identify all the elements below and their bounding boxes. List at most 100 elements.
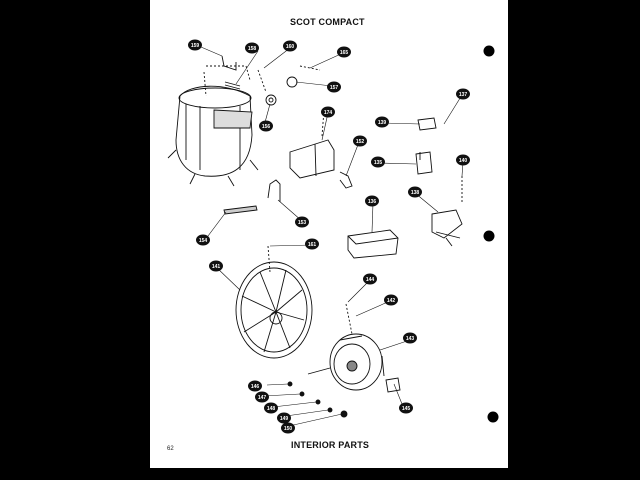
callout-154: 154 xyxy=(196,234,210,246)
thermostat-drawing xyxy=(431,209,463,239)
callout-label: 146 xyxy=(251,384,260,390)
binder-hole xyxy=(487,411,499,423)
callout-badge xyxy=(384,294,398,306)
callout-badge xyxy=(408,186,422,198)
fan-blade-drawing xyxy=(235,245,313,359)
callout-label: 152 xyxy=(356,139,365,145)
loop-clip-drawing xyxy=(267,179,281,202)
callout-153: 153 xyxy=(295,216,309,228)
callout-label: 142 xyxy=(387,298,396,304)
callout-label: 160 xyxy=(286,44,295,50)
callout-label: 147 xyxy=(258,395,267,401)
binder-hole xyxy=(483,230,495,242)
page-subtitle: INTERIOR PARTS xyxy=(291,440,370,450)
callout-label: 141 xyxy=(212,264,221,270)
motor-bracket-drawing xyxy=(385,377,401,393)
callout-badge xyxy=(209,260,223,272)
callout-label: 149 xyxy=(280,416,289,422)
callout-badge xyxy=(321,106,335,118)
callout-label: 145 xyxy=(402,406,411,412)
callout-badge xyxy=(365,195,379,207)
callout-badge xyxy=(399,402,413,414)
callout-149: 149 xyxy=(277,412,291,424)
callout-152: 152 xyxy=(353,135,367,147)
callout-135: 135 xyxy=(371,156,385,168)
clip-159-drawing xyxy=(221,55,237,71)
callout-label: 158 xyxy=(248,46,257,52)
callout-145: 145 xyxy=(399,402,413,414)
page-number: 62 xyxy=(167,446,174,452)
fan-motor-drawing xyxy=(307,303,385,391)
switch-139-drawing xyxy=(417,117,437,131)
callout-141: 141 xyxy=(209,260,223,272)
callout-156: 156 xyxy=(259,120,273,132)
callout-label: 153 xyxy=(298,220,307,226)
callout-142: 142 xyxy=(384,294,398,306)
callout-label: 148 xyxy=(267,406,276,412)
callout-badge xyxy=(188,39,202,51)
callout-badge xyxy=(283,40,297,52)
callout-label: 139 xyxy=(378,120,387,126)
callout-badge xyxy=(255,391,269,403)
callout-badge xyxy=(196,234,210,246)
capacitor-drawing xyxy=(415,151,433,175)
callout-label: 143 xyxy=(406,336,415,342)
callout-label: 136 xyxy=(368,199,377,205)
grommet-drawing xyxy=(265,94,277,106)
callout-157: 157 xyxy=(327,81,341,93)
callout-label: 154 xyxy=(199,238,208,244)
callout-138: 138 xyxy=(408,186,422,198)
callout-label: 161 xyxy=(308,242,317,248)
callout-badge xyxy=(456,154,470,166)
bracket-174-drawing xyxy=(289,139,335,179)
callout-150: 150 xyxy=(281,422,295,434)
callout-badge xyxy=(281,422,295,434)
callout-badge xyxy=(371,156,385,168)
callout-badge xyxy=(363,273,377,285)
callout-badge xyxy=(259,120,273,132)
callout-140: 140 xyxy=(456,154,470,166)
callout-146: 146 xyxy=(248,380,262,392)
callout-137: 137 xyxy=(456,88,470,100)
callout-143: 143 xyxy=(403,332,417,344)
rod-158-drawing xyxy=(224,81,241,90)
callout-label: 135 xyxy=(374,160,383,166)
relay-box-drawing xyxy=(347,229,399,259)
callout-badge xyxy=(264,402,278,414)
callout-148: 148 xyxy=(264,402,278,414)
clip-152-drawing xyxy=(339,171,353,189)
callout-label: 156 xyxy=(262,124,271,130)
callout-label: 150 xyxy=(284,426,293,432)
binder-hole xyxy=(483,45,495,57)
callout-label: 157 xyxy=(330,85,339,91)
callout-139: 139 xyxy=(375,116,389,128)
leader-lines xyxy=(200,46,464,427)
callout-badge xyxy=(403,332,417,344)
callout-badge xyxy=(245,42,259,54)
callout-161: 161 xyxy=(305,238,319,250)
callout-174: 174 xyxy=(321,106,335,118)
callout-label: 144 xyxy=(366,277,375,283)
callout-badge xyxy=(295,216,309,228)
strip-154-drawing xyxy=(223,205,258,215)
callout-165: 165 xyxy=(337,46,351,58)
callout-147: 147 xyxy=(255,391,269,403)
callout-160: 160 xyxy=(283,40,297,52)
callout-badge xyxy=(353,135,367,147)
callout-badge xyxy=(337,46,351,58)
callout-badge xyxy=(327,81,341,93)
callout-label: 138 xyxy=(411,190,420,196)
callout-158: 158 xyxy=(245,42,259,54)
callout-136: 136 xyxy=(365,195,379,207)
page-title: SCOT COMPACT xyxy=(290,17,365,27)
callout-144: 144 xyxy=(363,273,377,285)
callout-badge xyxy=(277,412,291,424)
callout-badge xyxy=(248,380,262,392)
callout-badge xyxy=(375,116,389,128)
callout-badge xyxy=(456,88,470,100)
callout-label: 140 xyxy=(459,158,468,164)
callout-label: 174 xyxy=(324,110,333,116)
